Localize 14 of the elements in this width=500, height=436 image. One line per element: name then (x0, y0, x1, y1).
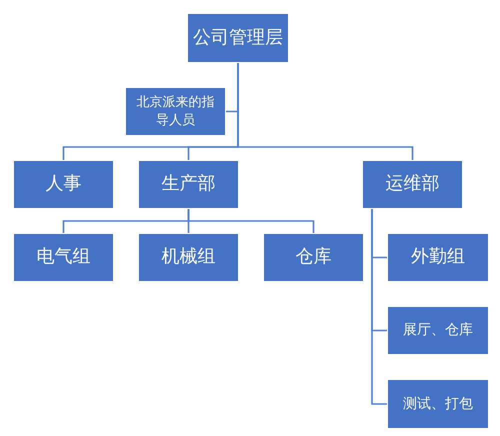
org-chart-box: 外勤组 (387, 233, 489, 282)
org-chart-box: 生产部 (138, 160, 239, 209)
org-chart-box: 仓库 (263, 233, 364, 282)
org-chart-box: 北京派来的指导人员 (125, 87, 226, 136)
org-chart-box: 机械组 (138, 233, 239, 282)
connector-line (188, 209, 314, 233)
org-chart-box: 测试、打包 (387, 379, 489, 429)
org-chart-box: 人事 (13, 160, 114, 209)
org-chart-box: 展厅、仓库 (387, 306, 489, 355)
org-chart-box: 电气组 (13, 233, 114, 282)
org-chart-box: 运维部 (362, 160, 463, 209)
org-chart-box: 公司管理层 (187, 13, 289, 63)
connector-line (237, 63, 414, 160)
connector-line (371, 209, 387, 405)
